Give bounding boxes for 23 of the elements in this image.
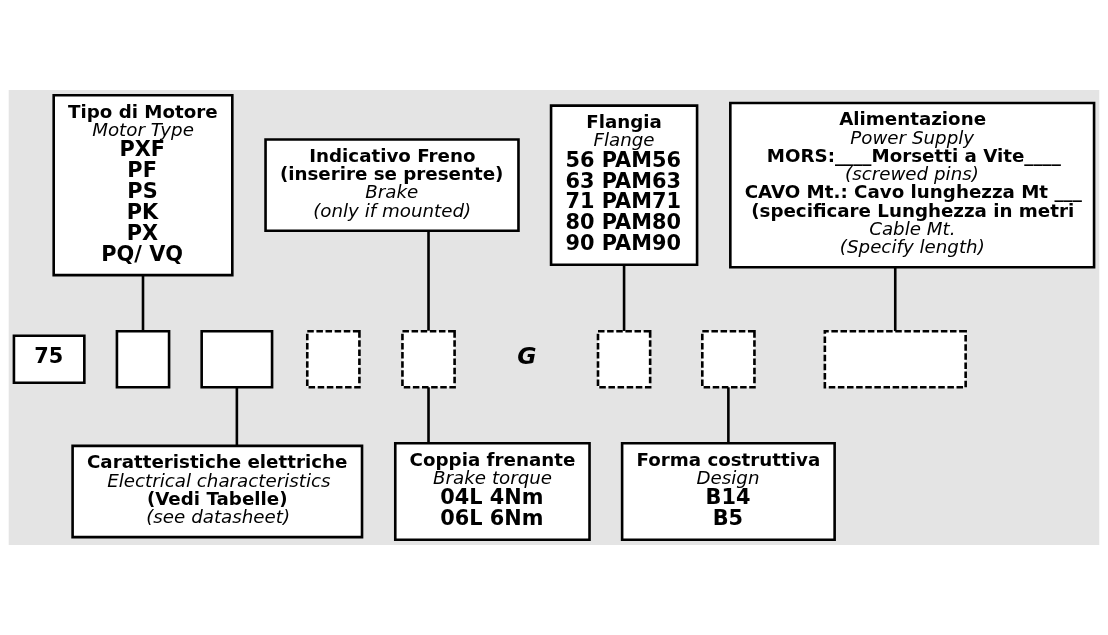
node-box: Caratteristiche elettriche Electrical characteristics (Vedi Tabelle) (see datasheet) — [71, 444, 364, 539]
node-box: Forma costruttiva Design B14 B5 — [620, 442, 836, 542]
connector — [427, 230, 430, 331]
node-box — [401, 329, 456, 389]
connector — [141, 275, 145, 331]
connector — [727, 387, 730, 444]
node-box: Indicativo Freno (inserire se presente) Brake (only if mounted) — [264, 138, 520, 233]
node-box — [305, 329, 361, 389]
node-box — [823, 329, 967, 389]
node-box: Flangia Flange 56 PAM56 63 PAM63 71 PAM71 80 PAM80 90 PAM90 — [549, 104, 699, 266]
node-box — [701, 329, 756, 389]
node-box: 75 — [12, 334, 86, 384]
label: G — [517, 341, 537, 370]
node-box: Coppia frenante Brake torque 04L 4Nm 06L 6Nm — [393, 442, 591, 542]
connector — [235, 387, 239, 446]
node-box: Tipo di Motore Motor Type PXF PF PS PK PX PQ/ VQ — [52, 93, 234, 277]
node-box — [115, 329, 171, 389]
connector — [622, 265, 626, 331]
node-box — [200, 329, 274, 389]
node-box — [596, 329, 652, 389]
connector — [427, 387, 430, 444]
connector — [893, 267, 897, 332]
node-box: Alimentazione Power Supply MORS:____Morsetti a Vite____ (screwed pins) CAVO Mt.: Cavo lunghezza Mt ___ (specificare Lunghezza in metri Cable Mt. (Specify length) — [729, 101, 1096, 269]
